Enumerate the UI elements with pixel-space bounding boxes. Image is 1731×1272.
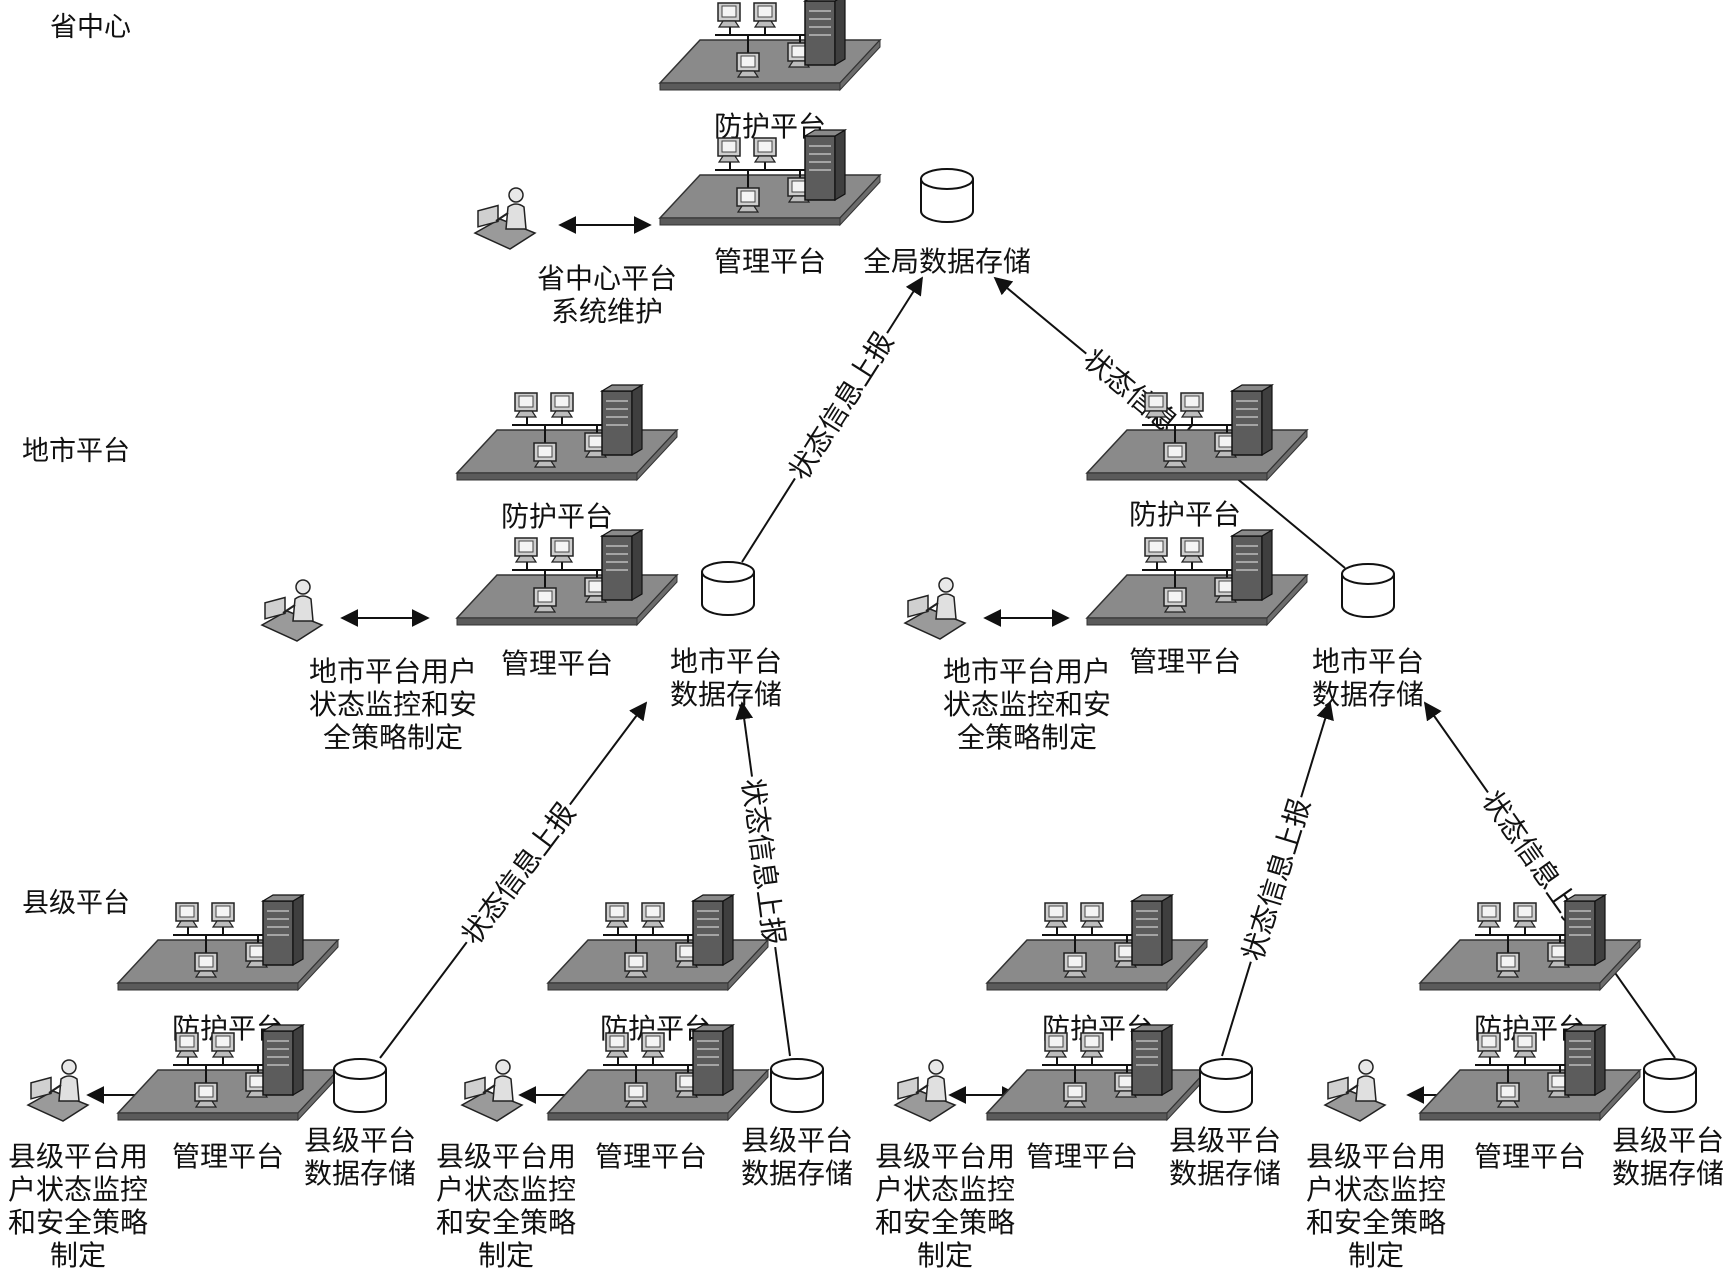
county-4-protect-platform <box>1418 893 1642 995</box>
city-left-storage-icon <box>700 560 756 618</box>
county-4-manage-label: 管理平台 <box>1473 1140 1587 1173</box>
city-right-protect-platform <box>1085 383 1309 485</box>
report-county-2-to-city-left: 状态信息上报 <box>735 701 793 1057</box>
city-right-storage-icon <box>1340 562 1396 620</box>
county-1-manage-platform <box>116 1023 340 1125</box>
county-3-manage-label: 管理平台 <box>1025 1140 1139 1173</box>
county-4-user-label: 县级平台用 户状态监控 和安全策略 制定 <box>1305 1140 1447 1272</box>
county-1-manage-label: 管理平台 <box>171 1140 285 1173</box>
report-city-left-to-province: 状态信息上报 <box>741 276 923 563</box>
province-protect-platform <box>658 0 882 95</box>
province-global-storage-icon <box>919 167 975 225</box>
edge-label: 状态信息上报 <box>783 326 901 486</box>
city-right-protect-label: 防护平台 <box>1128 498 1242 531</box>
county-4-user-person-icon <box>1320 1055 1390 1125</box>
city-left-storage-label: 地市平台 数据存储 <box>669 645 783 712</box>
county-2-user-label: 县级平台用 户状态监控 和安全策略 制定 <box>435 1140 577 1272</box>
county-3-user-person-icon <box>890 1055 960 1125</box>
county-2-manage-platform <box>546 1023 770 1125</box>
county-1-user-person-icon <box>23 1055 93 1125</box>
province-maintenance-label: 省中心平台 系统维护 <box>536 262 678 329</box>
city-left-user-label: 地市平台用户 状态监控和安 全策略制定 <box>308 655 478 755</box>
report-county-3-to-city-right: 状态信息上报 <box>1221 701 1334 1057</box>
county-2-user-person-icon <box>457 1055 527 1125</box>
county-1-storage-icon <box>332 1057 388 1115</box>
county-1-user-label: 县级平台用 户状态监控 和安全策略 制定 <box>7 1140 149 1272</box>
county-3-storage-label: 县级平台 数据存储 <box>1168 1124 1282 1191</box>
county-2-storage-label: 县级平台 数据存储 <box>740 1124 854 1191</box>
province-manage-label: 管理平台 <box>713 245 827 278</box>
edge-label: 状态信息上报 <box>1236 794 1317 964</box>
county-3-user-label: 县级平台用 户状态监控 和安全策略 制定 <box>874 1140 1016 1272</box>
city-left-manage-label: 管理平台 <box>500 647 614 680</box>
city-right-storage-label: 地市平台 数据存储 <box>1311 645 1425 712</box>
tier-label-city: 地市平台 <box>22 436 130 467</box>
county-3-protect-platform <box>985 893 1209 995</box>
province-manage-platform <box>658 128 882 230</box>
report-county-4-to-city-right: 状态信息上报 <box>1423 701 1676 1059</box>
province-storage-label: 全局数据存储 <box>862 245 1032 278</box>
city-left-protect-label: 防护平台 <box>500 500 614 533</box>
city-left-user-person-icon <box>257 575 327 645</box>
tier-label-province: 省中心 <box>50 12 131 43</box>
province-maintainer-person-icon <box>470 183 540 253</box>
report-county-1-to-city-left: 状态信息上报 <box>379 701 648 1059</box>
county-2-manage-label: 管理平台 <box>594 1140 708 1173</box>
county-3-storage-icon <box>1198 1057 1254 1115</box>
county-1-protect-platform <box>116 893 340 995</box>
city-left-manage-platform <box>455 528 679 630</box>
county-3-manage-platform <box>985 1023 1209 1125</box>
city-right-user-person-icon <box>900 573 970 643</box>
city-right-manage-platform <box>1085 528 1309 630</box>
city-right-manage-label: 管理平台 <box>1128 645 1242 678</box>
city-left-protect-platform <box>455 383 679 485</box>
county-1-storage-label: 县级平台 数据存储 <box>303 1124 417 1191</box>
county-4-manage-platform <box>1418 1023 1642 1125</box>
county-2-storage-icon <box>769 1057 825 1115</box>
tier-label-county: 县级平台 <box>22 888 130 919</box>
city-right-user-label: 地市平台用户 状态监控和安 全策略制定 <box>942 655 1112 755</box>
county-2-protect-platform <box>546 893 770 995</box>
county-4-storage-icon <box>1642 1057 1698 1115</box>
county-4-storage-label: 县级平台 数据存储 <box>1611 1124 1725 1191</box>
